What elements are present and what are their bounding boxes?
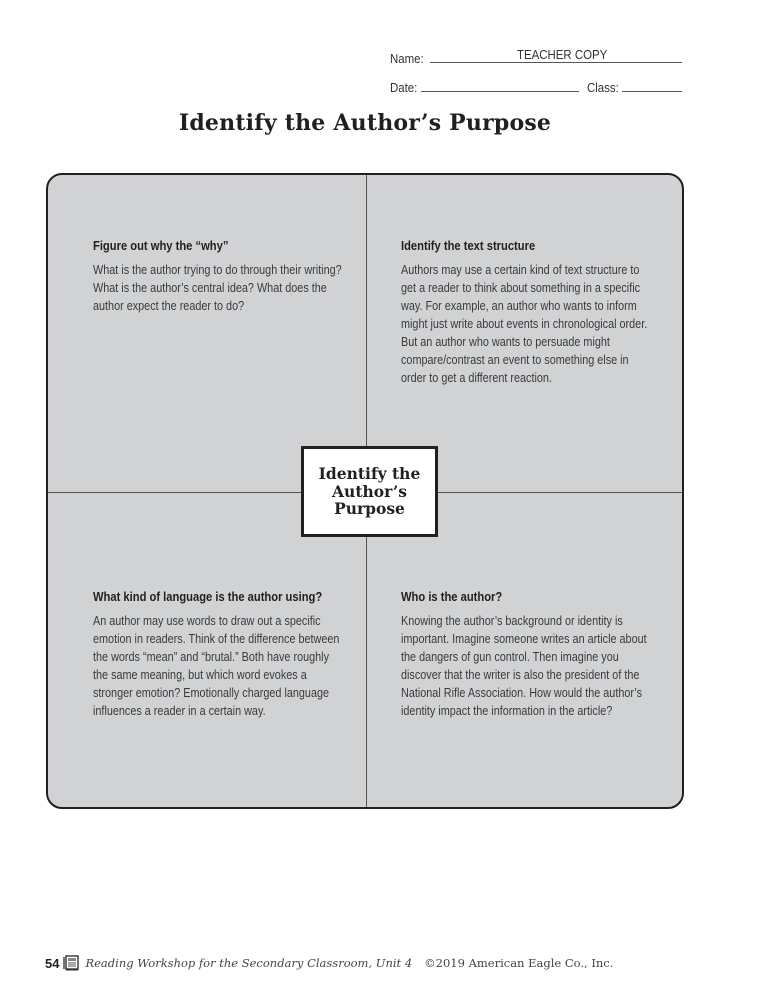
quadrant-bottom-left: What kind of language is the author usin…: [93, 589, 341, 720]
page-footer: 54 Reading Workshop for the Secondary Cl…: [45, 955, 613, 971]
center-label: Identify the Author’s Purpose: [318, 464, 421, 519]
quadrant-top-right: Identify the text structure Authors may …: [401, 238, 649, 387]
quadrant-heading: Who is the author?: [401, 589, 503, 604]
quadrant-body: Knowing the author’s background or ident…: [401, 614, 647, 718]
name-value: TEACHER COPY: [517, 47, 608, 62]
quadrant-body: What is the author trying to do through …: [93, 263, 342, 313]
quadrant-body: An author may use words to draw out a sp…: [93, 614, 340, 718]
quadrant-heading: What kind of language is the author usin…: [93, 589, 323, 604]
page-number: 54: [45, 955, 60, 971]
book-icon: [62, 955, 80, 971]
name-label: Name:: [390, 51, 424, 66]
quadrant-heading: Identify the text structure: [401, 238, 536, 253]
quadrant-heading: Figure out why the “why”: [93, 238, 229, 253]
book-title: Reading Workshop for the Secondary Class…: [85, 956, 413, 970]
class-field[interactable]: [622, 91, 682, 92]
copyright: ©2019 American Eagle Co., Inc.: [424, 956, 614, 970]
quadrant-top-left: Figure out why the “why” What is the aut…: [93, 238, 342, 315]
page-title: Identify the Author’s Purpose: [178, 110, 552, 136]
center-label-box: Identify the Author’s Purpose: [301, 446, 438, 537]
quadrant-body: Authors may use a certain kind of text s…: [401, 263, 648, 385]
date-field[interactable]: [421, 91, 579, 92]
class-label: Class:: [587, 80, 619, 95]
quadrant-bottom-right: Who is the author? Knowing the author’s …: [401, 589, 649, 720]
name-field[interactable]: [430, 62, 682, 63]
graphic-organizer: Figure out why the “why” What is the aut…: [46, 173, 684, 809]
date-label: Date:: [390, 80, 418, 95]
